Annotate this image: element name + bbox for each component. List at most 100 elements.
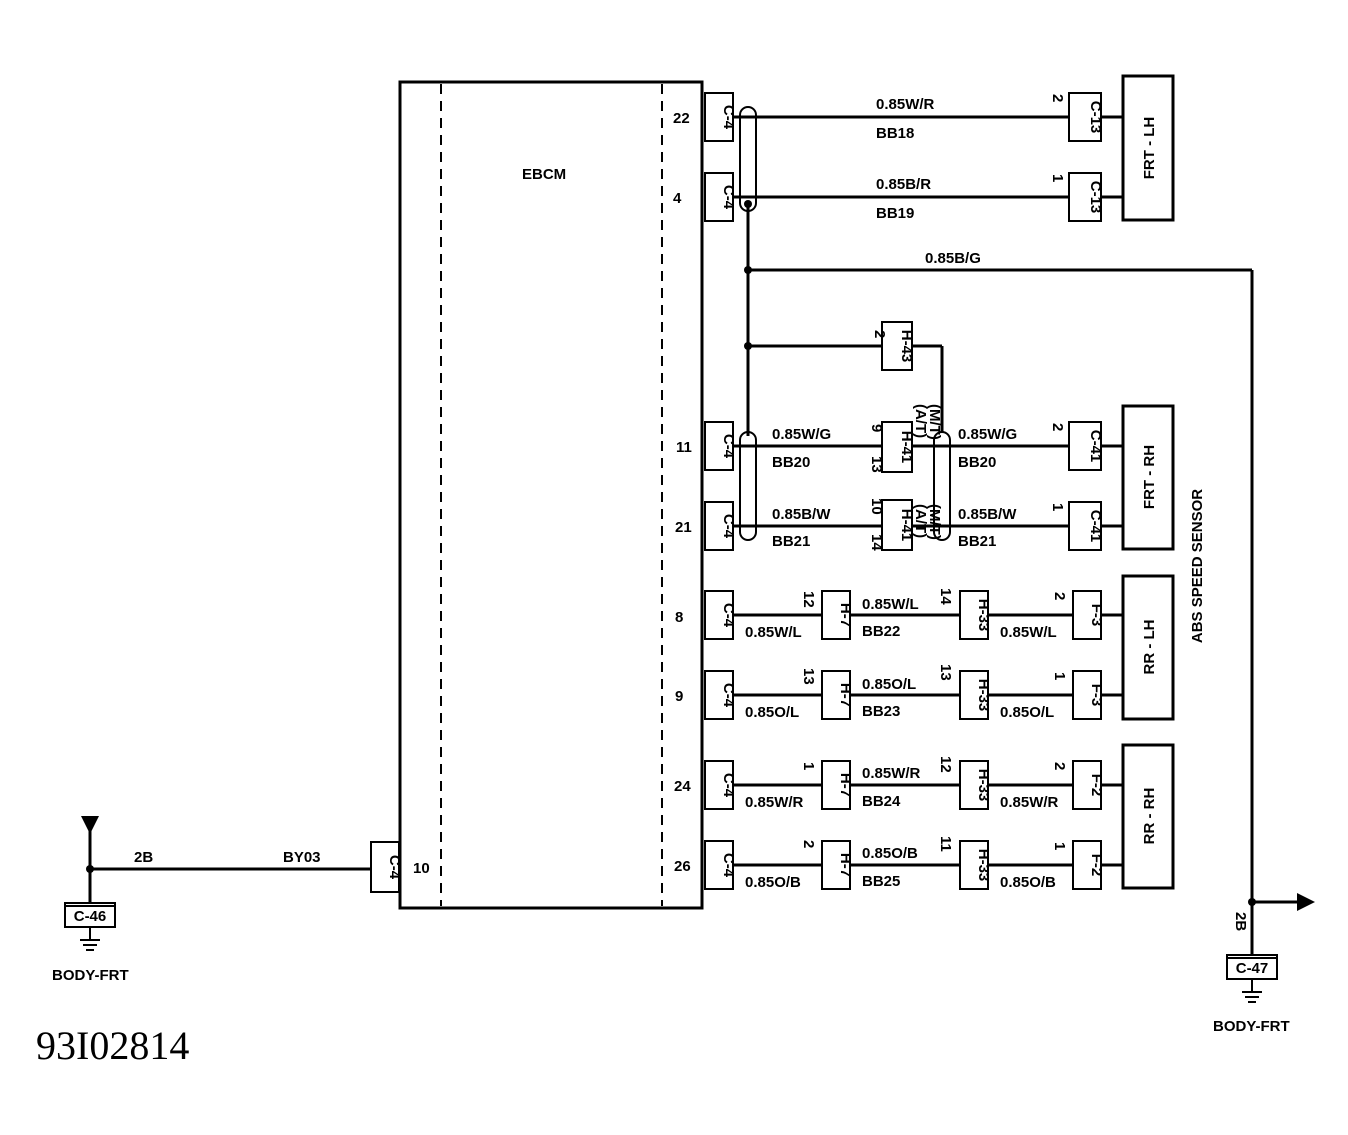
svg-text:H-7: H-7 bbox=[837, 603, 854, 627]
connector-c4-8: C-4 bbox=[704, 590, 737, 640]
svg-text:H-33: H-33 bbox=[975, 769, 992, 802]
svg-text:BB21: BB21 bbox=[772, 533, 810, 550]
svg-text:0.85O/B: 0.85O/B bbox=[745, 874, 801, 891]
svg-text:0.85O/L: 0.85O/L bbox=[745, 704, 799, 721]
connector-h33-9: H-33 bbox=[959, 670, 992, 720]
svg-text:0.85W/R: 0.85W/R bbox=[745, 794, 804, 811]
svg-text:F-2: F-2 bbox=[1088, 854, 1105, 877]
pin-10: 10 bbox=[413, 860, 430, 877]
connector-c4-4: C-4 bbox=[704, 172, 737, 222]
connector-f2-1: F-2 bbox=[1072, 840, 1105, 890]
connector-h43: H-43 bbox=[881, 321, 915, 371]
svg-text:9: 9 bbox=[868, 424, 885, 432]
svg-text:F-3: F-3 bbox=[1088, 604, 1105, 627]
svg-text:F-3: F-3 bbox=[1088, 684, 1105, 707]
svg-text:H-33: H-33 bbox=[975, 679, 992, 712]
svg-text:2: 2 bbox=[800, 840, 817, 848]
svg-text:2: 2 bbox=[1049, 423, 1066, 431]
connector-c4-21: C-4 bbox=[704, 501, 737, 551]
svg-text:F-2: F-2 bbox=[1088, 774, 1105, 797]
label-mt-1: (M/T) bbox=[926, 404, 943, 440]
connector-h33-24: H-33 bbox=[959, 760, 992, 810]
svg-text:H-43: H-43 bbox=[898, 330, 915, 363]
svg-text:BB20: BB20 bbox=[958, 454, 996, 471]
label-at-1: (A/T) bbox=[912, 404, 929, 438]
svg-text:12: 12 bbox=[937, 756, 954, 773]
ebcm-module bbox=[398, 80, 704, 910]
svg-text:BB25: BB25 bbox=[862, 873, 900, 890]
sensor-frt-lh: FRT - LH bbox=[1121, 74, 1175, 222]
ground-left-location: BODY-FRT bbox=[52, 967, 129, 984]
connector-h7-8: H-7 bbox=[821, 590, 854, 640]
svg-text:13: 13 bbox=[937, 664, 954, 681]
svg-text:1: 1 bbox=[1049, 503, 1066, 511]
connector-c4-26: C-4 bbox=[704, 840, 737, 890]
shield-loop-top bbox=[739, 106, 757, 212]
svg-text:C-4: C-4 bbox=[720, 773, 737, 798]
connector-h33-8: H-33 bbox=[959, 590, 992, 640]
connector-c41-1: C-41 bbox=[1068, 501, 1104, 551]
svg-text:H-7: H-7 bbox=[837, 853, 854, 877]
wire-label-bg: 0.85B/G bbox=[925, 250, 981, 267]
svg-text:FRT - LH: FRT - LH bbox=[1141, 117, 1158, 179]
svg-text:C-4: C-4 bbox=[720, 105, 737, 130]
wire-label-22: 0.85W/R bbox=[876, 96, 935, 113]
ground-left-gauge: 2B bbox=[134, 849, 153, 866]
connector-h7-9: H-7 bbox=[821, 670, 854, 720]
rear-circuits bbox=[733, 613, 1073, 867]
svg-text:12: 12 bbox=[800, 591, 817, 608]
svg-text:C-4: C-4 bbox=[720, 853, 737, 878]
svg-text:1: 1 bbox=[1051, 672, 1068, 680]
svg-text:0.85O/L: 0.85O/L bbox=[862, 676, 916, 693]
svg-text:0.85W/R: 0.85W/R bbox=[1000, 794, 1059, 811]
connector-c4-22: C-4 bbox=[704, 92, 737, 142]
svg-text:H-33: H-33 bbox=[975, 599, 992, 632]
connector-c4-24: C-4 bbox=[704, 760, 737, 810]
wire-code-4: BB19 bbox=[876, 205, 914, 222]
svg-text:0.85W/G: 0.85W/G bbox=[958, 426, 1017, 443]
svg-text:2: 2 bbox=[1051, 762, 1068, 770]
pin-h43-2: 2 bbox=[871, 330, 888, 338]
svg-text:2: 2 bbox=[1051, 592, 1068, 600]
svg-text:C-41: C-41 bbox=[1087, 430, 1104, 463]
pin-4: 4 bbox=[673, 190, 682, 207]
connector-f2-2: F-2 bbox=[1072, 760, 1105, 810]
svg-text:H-41: H-41 bbox=[898, 431, 915, 464]
connector-c4-11: C-4 bbox=[704, 421, 737, 471]
svg-text:C-4: C-4 bbox=[720, 514, 737, 539]
wire-code-22: BB18 bbox=[876, 125, 914, 142]
pin-22: 22 bbox=[673, 110, 690, 127]
figure-id: 93I02814 bbox=[36, 1023, 189, 1068]
connector-f3-2: F-3 bbox=[1072, 590, 1105, 640]
connector-h7-26: H-7 bbox=[821, 840, 854, 890]
connector-h41-a: H-41 bbox=[881, 421, 915, 473]
svg-text:1: 1 bbox=[800, 762, 817, 770]
svg-text:C-13: C-13 bbox=[1087, 101, 1104, 134]
svg-text:11: 11 bbox=[937, 836, 954, 852]
ground-right-location: BODY-FRT bbox=[1213, 1018, 1290, 1035]
svg-text:C-46: C-46 bbox=[74, 908, 107, 925]
connector-c4-9: C-4 bbox=[704, 670, 737, 720]
ground-right-gauge: 2B bbox=[1232, 912, 1249, 931]
svg-text:BB20: BB20 bbox=[772, 454, 810, 471]
svg-text:BB23: BB23 bbox=[862, 703, 900, 720]
connector-h33-26: H-33 bbox=[959, 840, 992, 890]
svg-text:13: 13 bbox=[868, 456, 885, 473]
svg-text:0.85W/L: 0.85W/L bbox=[1000, 624, 1057, 641]
connector-c47: C-47 bbox=[1226, 954, 1278, 980]
label-at-2: (A/T) bbox=[912, 504, 929, 538]
svg-text:2: 2 bbox=[1049, 94, 1066, 102]
svg-text:C-4: C-4 bbox=[720, 185, 737, 210]
svg-text:0.85O/B: 0.85O/B bbox=[1000, 874, 1056, 891]
connector-c13-2: C-13 bbox=[1068, 92, 1104, 142]
svg-text:RR - RH: RR - RH bbox=[1141, 788, 1158, 845]
svg-text:FRT - RH: FRT - RH bbox=[1141, 445, 1158, 509]
svg-text:BB24: BB24 bbox=[862, 793, 901, 810]
sensor-rr-rh: RR - RH bbox=[1121, 743, 1175, 890]
svg-text:0.85W/G: 0.85W/G bbox=[772, 426, 831, 443]
pin-26: 26 bbox=[674, 858, 691, 875]
connector-h41-b: H-41 bbox=[881, 499, 915, 551]
connector-c46: C-46 bbox=[64, 902, 116, 928]
svg-text:1: 1 bbox=[1051, 842, 1068, 850]
